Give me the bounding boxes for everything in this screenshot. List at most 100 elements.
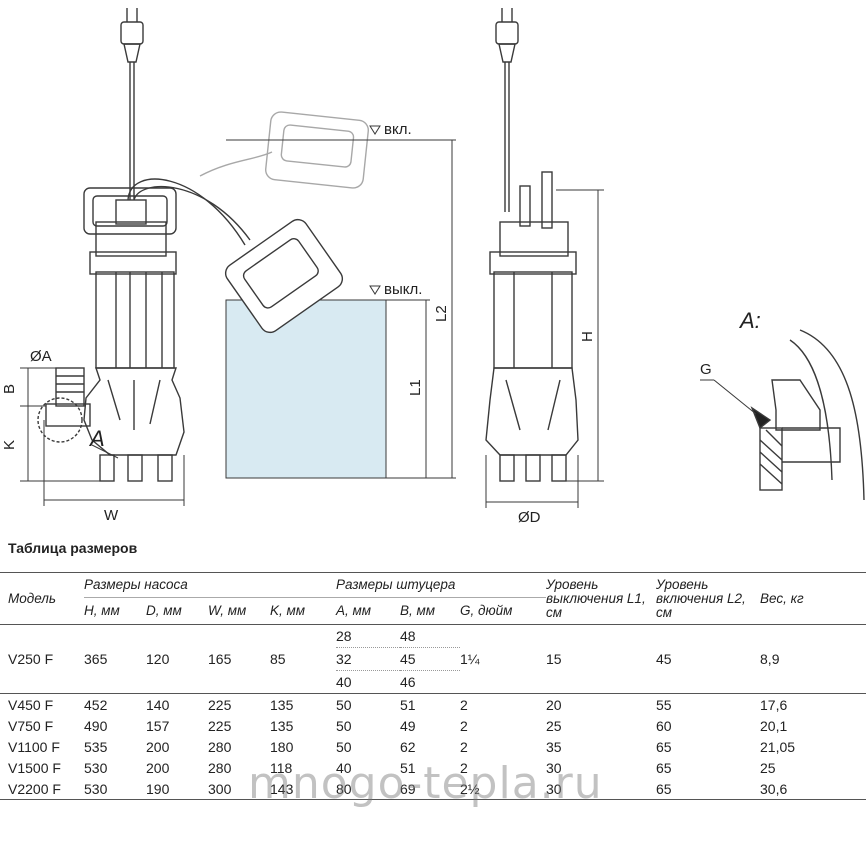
cell-l1: 35 — [546, 738, 562, 755]
header-g: G, дюйм — [460, 597, 547, 625]
cell-h: 490 — [84, 717, 108, 734]
cell-weight: 8,9 — [760, 624, 867, 694]
table-title: Таблица размеров — [8, 540, 138, 556]
cell-model: V450 F — [8, 696, 54, 713]
cell-l1: 20 — [546, 696, 562, 713]
cell-w: 165 — [208, 624, 270, 694]
cell-l1: 15 — [546, 624, 657, 694]
float-switch-diagram — [199, 111, 456, 479]
cell-d: 200 — [146, 738, 170, 755]
cell-w: 280 — [208, 738, 232, 755]
cell-k: 135 — [270, 717, 294, 734]
cell-d: 157 — [146, 717, 170, 734]
cell-g: 1¼ — [460, 624, 547, 694]
cell-h: 452 — [84, 696, 108, 713]
pump-side-view — [485, 8, 604, 508]
cell-k: 118 — [270, 759, 293, 776]
table-row: V1500 F 530 200 280 118 40 51 2 30 65 25 — [0, 757, 866, 778]
dimensions-table: Модель Размеры насоса Размеры штуцера Ур… — [0, 572, 867, 800]
cell-weight: 25 — [760, 759, 776, 776]
cell-a: 28 — [336, 624, 400, 648]
cell-w: 280 — [208, 759, 232, 776]
cell-d: 120 — [146, 624, 208, 694]
header-pump-group: Размеры насоса — [84, 577, 188, 592]
cell-h: 530 — [84, 759, 108, 776]
cell-k: 143 — [270, 778, 336, 800]
cell-l2: 65 — [656, 738, 672, 755]
cell-a: 50 — [336, 696, 352, 713]
cell-model: V750 F — [8, 717, 54, 734]
callout-label-a: A — [88, 426, 105, 451]
dim-label-l1: L1 — [407, 379, 424, 396]
cell-b: 51 — [400, 759, 416, 776]
dim-label-h: H — [579, 331, 596, 342]
cell-weight: 21,05 — [760, 738, 796, 755]
cell-l2: 45 — [656, 624, 761, 694]
cell-l1: 30 — [546, 778, 657, 800]
detail-label-g: G — [700, 361, 712, 378]
cell-weight: 20,1 — [760, 717, 788, 734]
header-h: H, мм — [84, 597, 146, 625]
cell-g: 2 — [460, 717, 468, 734]
cell-a: 50 — [336, 738, 352, 755]
cell-d: 200 — [146, 759, 170, 776]
header-k: K, мм — [270, 597, 336, 625]
cell-g: 2½ — [460, 778, 547, 800]
dim-label-k: K — [1, 440, 18, 450]
cell-model: V1500 F — [8, 759, 61, 776]
detail-a-view — [700, 329, 865, 501]
cell-model: V250 F — [0, 624, 84, 694]
cell-l1: 30 — [546, 759, 562, 776]
cell-model: V1100 F — [8, 738, 60, 755]
cell-g: 2 — [460, 696, 468, 713]
cell-weight: 17,6 — [760, 696, 788, 713]
cell-a: 50 — [336, 717, 352, 734]
cell-l1: 25 — [546, 717, 562, 734]
cell-a: 40 — [336, 670, 400, 694]
cell-l2: 65 — [656, 759, 672, 776]
header-a: A, мм — [336, 597, 400, 625]
cell-model: V2200 F — [0, 778, 84, 800]
header-off-level: Уровень выключения L1, см — [546, 576, 646, 620]
cell-w: 300 — [208, 778, 270, 800]
cell-b: 45 — [400, 647, 460, 671]
pump-front-view — [20, 8, 251, 506]
header-weight: Вес, кг — [760, 590, 804, 606]
cell-b: 49 — [400, 717, 416, 734]
cell-h: 365 — [84, 624, 146, 694]
level-label-on: вкл. — [384, 121, 412, 138]
dimensions-table-wrap: Модель Размеры насоса Размеры штуцера Ур… — [0, 572, 868, 800]
header-d: D, мм — [146, 597, 208, 625]
header-fitting-group: Размеры штуцера — [336, 577, 456, 592]
cell-d: 190 — [146, 778, 208, 800]
cell-k: 180 — [270, 738, 294, 755]
level-label-off: выкл. — [384, 281, 422, 298]
dim-label-l2: L2 — [433, 305, 450, 322]
cell-l2: 65 — [656, 778, 761, 800]
cell-h: 530 — [84, 778, 146, 800]
header-model: Модель — [8, 590, 56, 606]
cell-a: 40 — [336, 759, 352, 776]
cell-g: 2 — [460, 759, 468, 776]
cell-h: 535 — [84, 738, 108, 755]
cell-b: 46 — [400, 670, 460, 694]
cell-a: 80 — [336, 778, 400, 800]
cell-b: 48 — [400, 624, 460, 648]
cell-d: 140 — [146, 696, 170, 713]
pump-dimension-drawing: ØA B K A W вкл. выкл. L1 L2 H ØD A: G — [1, 8, 865, 526]
detail-label-a: A: — [738, 308, 761, 333]
cell-l2: 60 — [656, 717, 672, 734]
cell-l2: 55 — [656, 696, 672, 713]
cell-b: 69 — [400, 778, 460, 800]
cell-g: 2 — [460, 738, 468, 755]
header-w: W, мм — [208, 597, 270, 625]
dim-label-dia-a: ØA — [30, 348, 52, 365]
cell-w: 225 — [208, 696, 232, 713]
dim-label-dia-d: ØD — [518, 509, 541, 526]
cell-k: 135 — [270, 696, 294, 713]
cell-weight: 30,6 — [760, 778, 867, 800]
